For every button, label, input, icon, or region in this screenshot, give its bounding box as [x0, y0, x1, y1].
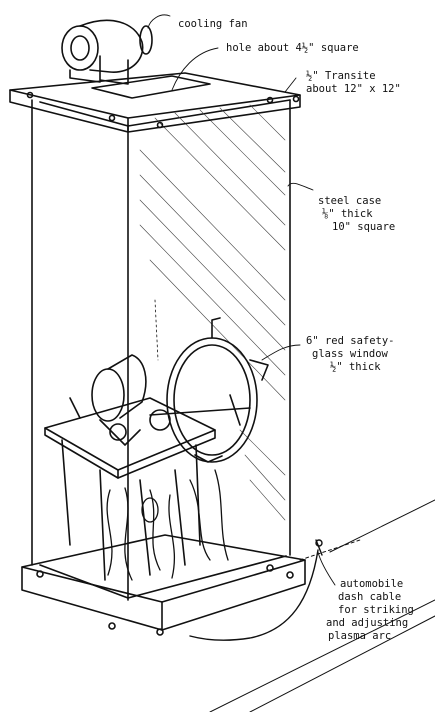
base-board — [21, 534, 306, 636]
label-cable-1: automobile — [340, 578, 404, 590]
screw-icon — [108, 622, 116, 630]
screw-icon — [26, 91, 34, 99]
cooling-fan-icon — [61, 19, 153, 85]
label-cooling-fan: cooling fan — [178, 18, 248, 30]
label-cable-5: plasma arc — [328, 630, 392, 642]
screw-icon — [266, 96, 274, 104]
inner-stand — [44, 397, 216, 581]
screw-icon — [156, 628, 164, 636]
label-hole: hole about 4½" square — [226, 42, 359, 54]
label-cable-3: for striking — [338, 604, 414, 616]
label-steel-3: 10" square — [332, 221, 396, 233]
label-window-1: 6" red safety- — [306, 335, 395, 347]
glass-hatching — [139, 104, 286, 521]
screw-icon — [36, 570, 44, 578]
top-hole — [91, 75, 211, 99]
screw-icon — [292, 95, 300, 103]
label-cable-2: dash cable — [338, 591, 402, 603]
label-steel-1: steel case — [318, 195, 382, 207]
leader-lines — [147, 14, 336, 586]
wires — [106, 469, 229, 581]
floor-lines — [209, 499, 435, 713]
label-window-2: glass window — [312, 348, 388, 360]
transite-top — [9, 72, 301, 133]
steel-case — [31, 99, 291, 601]
electrode-assembly — [69, 299, 251, 446]
screw-icon — [108, 114, 116, 122]
label-window-3: ½" thick — [330, 361, 381, 373]
screw-icon — [266, 564, 274, 572]
label-cable-4: and adjusting — [326, 617, 409, 629]
label-transite-1: ½" Transite — [306, 70, 376, 82]
safety-glass-window — [166, 317, 269, 463]
label-transite-2: about 12" x 12" — [306, 83, 401, 95]
label-steel-2: ⅛" thick — [322, 208, 373, 220]
dash-cable — [189, 539, 323, 641]
screw-icon — [286, 571, 294, 579]
screw-icon — [156, 121, 164, 129]
